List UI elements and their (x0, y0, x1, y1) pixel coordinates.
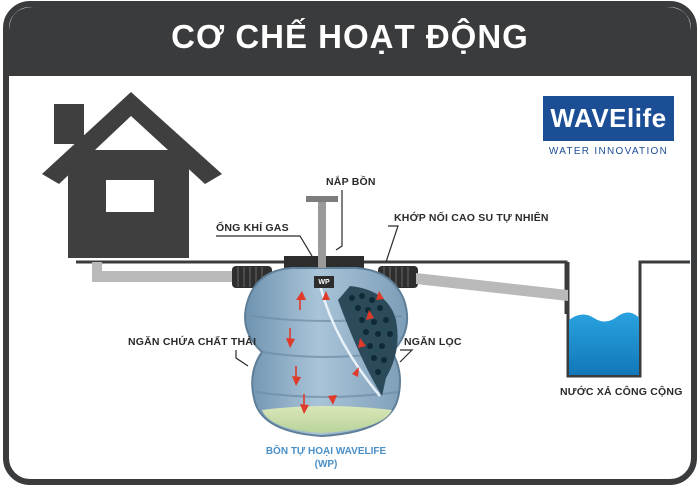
tank-badge-label: WP (318, 279, 330, 286)
tank-caption-line2: (WP) (314, 459, 338, 470)
label-waste-chamber: NGĂN CHỨA CHẤT THẢI (128, 336, 257, 348)
leader-lines (216, 190, 414, 367)
canal-water (569, 312, 639, 375)
brand-name: WAVElife (550, 103, 667, 133)
flow-lines (289, 300, 305, 406)
label-lid: NẮP BỒN (326, 176, 376, 188)
canal-wall (566, 260, 690, 378)
tank-caption-line1: BỒN TỰ HOẠI WAVELIFE (265, 446, 387, 457)
label-filter-chamber: NGĂN LỌC (404, 336, 462, 348)
flow-arrow-icon (286, 291, 384, 414)
filter-media (349, 293, 393, 375)
house-icon (42, 92, 222, 258)
label-gas-pipe: ỐNG KHÍ GAS (216, 222, 289, 234)
label-rubber-joint: KHỚP NỐI CAO SU TỰ NHIÊN (394, 212, 549, 224)
septic-tank (244, 196, 408, 438)
tank-badge (314, 276, 334, 288)
brand-logo: WAVElife (543, 96, 674, 141)
title-bar (9, 7, 691, 76)
label-public-outlet: NƯỚC XẢ CÔNG CỘNG (560, 386, 683, 398)
brand-tagline: WATER INNOVATION (548, 146, 669, 157)
page-title: CƠ CHẾ HOẠT ĐỘNG (171, 18, 529, 55)
outer-frame (3, 1, 697, 485)
